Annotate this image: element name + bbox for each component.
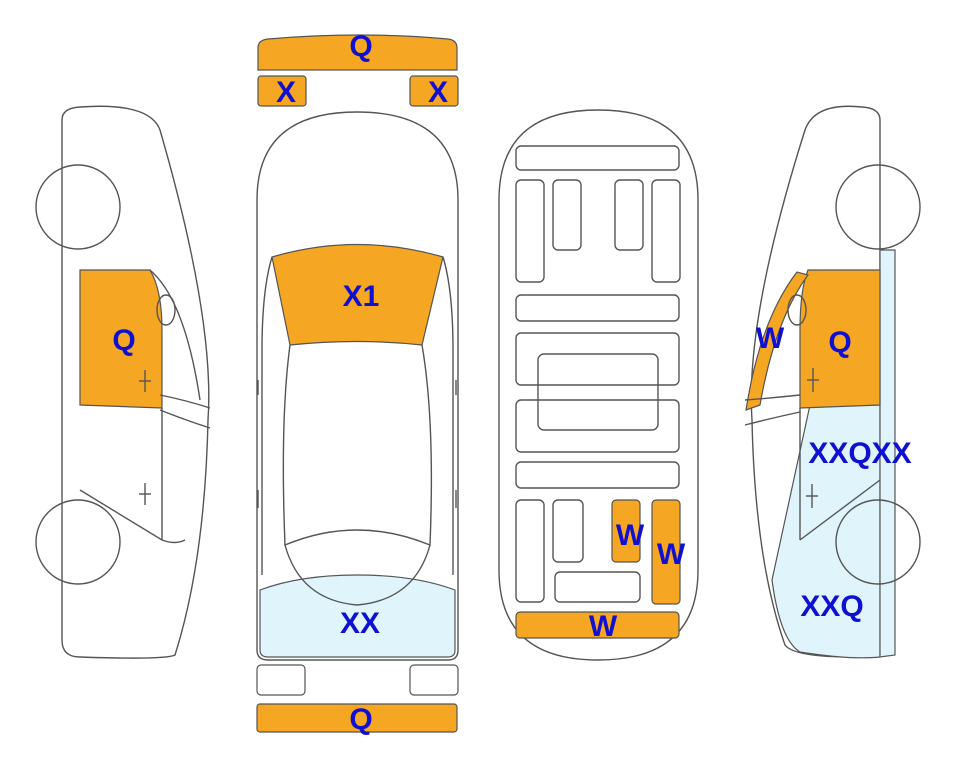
right-rear-fender-label: XXQ — [800, 590, 863, 623]
underbody-panel-i — [515, 461, 680, 489]
left-front-door-label: Q — [112, 324, 135, 357]
left-mirror — [156, 294, 176, 326]
rear-right-lamp-panel — [409, 664, 459, 696]
underbody-view — [498, 109, 699, 661]
left-rear-wheel — [35, 499, 121, 585]
floor-rear-label: W — [589, 610, 618, 643]
rear-window-label: XX — [340, 607, 380, 640]
right-sill-line — [744, 394, 801, 401]
underbody-panel-l — [554, 571, 641, 603]
underbody-panel-j — [515, 499, 545, 603]
right-pillar-panel — [745, 271, 809, 411]
right-front-wheel — [835, 164, 921, 250]
front-right-lamp-label: X — [428, 76, 448, 109]
floor-panel-1 — [611, 499, 641, 563]
front-left-lamp-label: X — [276, 76, 296, 109]
floor-panel-1-label: W — [616, 519, 645, 552]
rear-cabin-line — [284, 544, 431, 606]
right-pillar-label: W — [756, 322, 785, 355]
left-front-door-panel — [79, 269, 163, 409]
front-left-lamp-panel — [257, 75, 307, 107]
top-view-car — [256, 111, 459, 661]
floor-panel-2-label: W — [657, 538, 686, 571]
left-side-view — [35, 105, 211, 659]
left-rear-lower-line — [79, 489, 186, 544]
rear-bumper-label: Q — [349, 703, 372, 736]
underbody-panel-d — [614, 179, 644, 251]
underbody-panel-f — [515, 294, 680, 322]
front-bumper-panel — [257, 34, 458, 71]
floor-rear-panel — [515, 611, 680, 639]
right-front-door-label: Q — [828, 326, 851, 359]
underbody-panel-e — [651, 179, 681, 283]
underbody-panel-h — [515, 399, 680, 453]
a-pillar-right — [442, 256, 454, 575]
underbody-panel-b — [515, 179, 545, 283]
rear-bumper-panel — [256, 703, 458, 733]
right-sill-line-2 — [744, 411, 801, 426]
right-rear-door-label: XXQXX — [808, 437, 911, 470]
rear-left-lamp-panel — [256, 664, 306, 696]
right-side-view — [744, 105, 921, 659]
right-mirror — [787, 294, 807, 326]
underbody-panel-a — [515, 145, 680, 171]
floor-panel-2 — [651, 499, 681, 605]
right-rear-upper-strip — [879, 249, 896, 658]
underbody-outline — [498, 109, 699, 661]
right-rear-panel — [771, 404, 881, 659]
front-bumper-label: Q — [349, 30, 372, 63]
front-right-lamp-panel — [409, 75, 459, 107]
right-rear-wheel — [835, 499, 921, 585]
hood-label: X1 — [343, 280, 380, 313]
rear-window-panel — [259, 574, 456, 658]
top-view-body — [256, 111, 459, 661]
left-sill-line-2 — [159, 409, 211, 429]
left-front-wheel — [35, 164, 121, 250]
underbody-panel-c — [552, 179, 582, 251]
underbody-panel-k — [552, 499, 584, 563]
underbody-center-panel — [537, 353, 659, 431]
roof-outline — [282, 344, 433, 547]
underbody-panel-g — [515, 332, 680, 386]
right-rear-lower-line — [799, 479, 881, 541]
left-side-body — [61, 105, 210, 659]
a-pillar-left — [261, 256, 273, 575]
left-sill-line — [159, 394, 211, 409]
left-window-curve — [149, 269, 201, 401]
